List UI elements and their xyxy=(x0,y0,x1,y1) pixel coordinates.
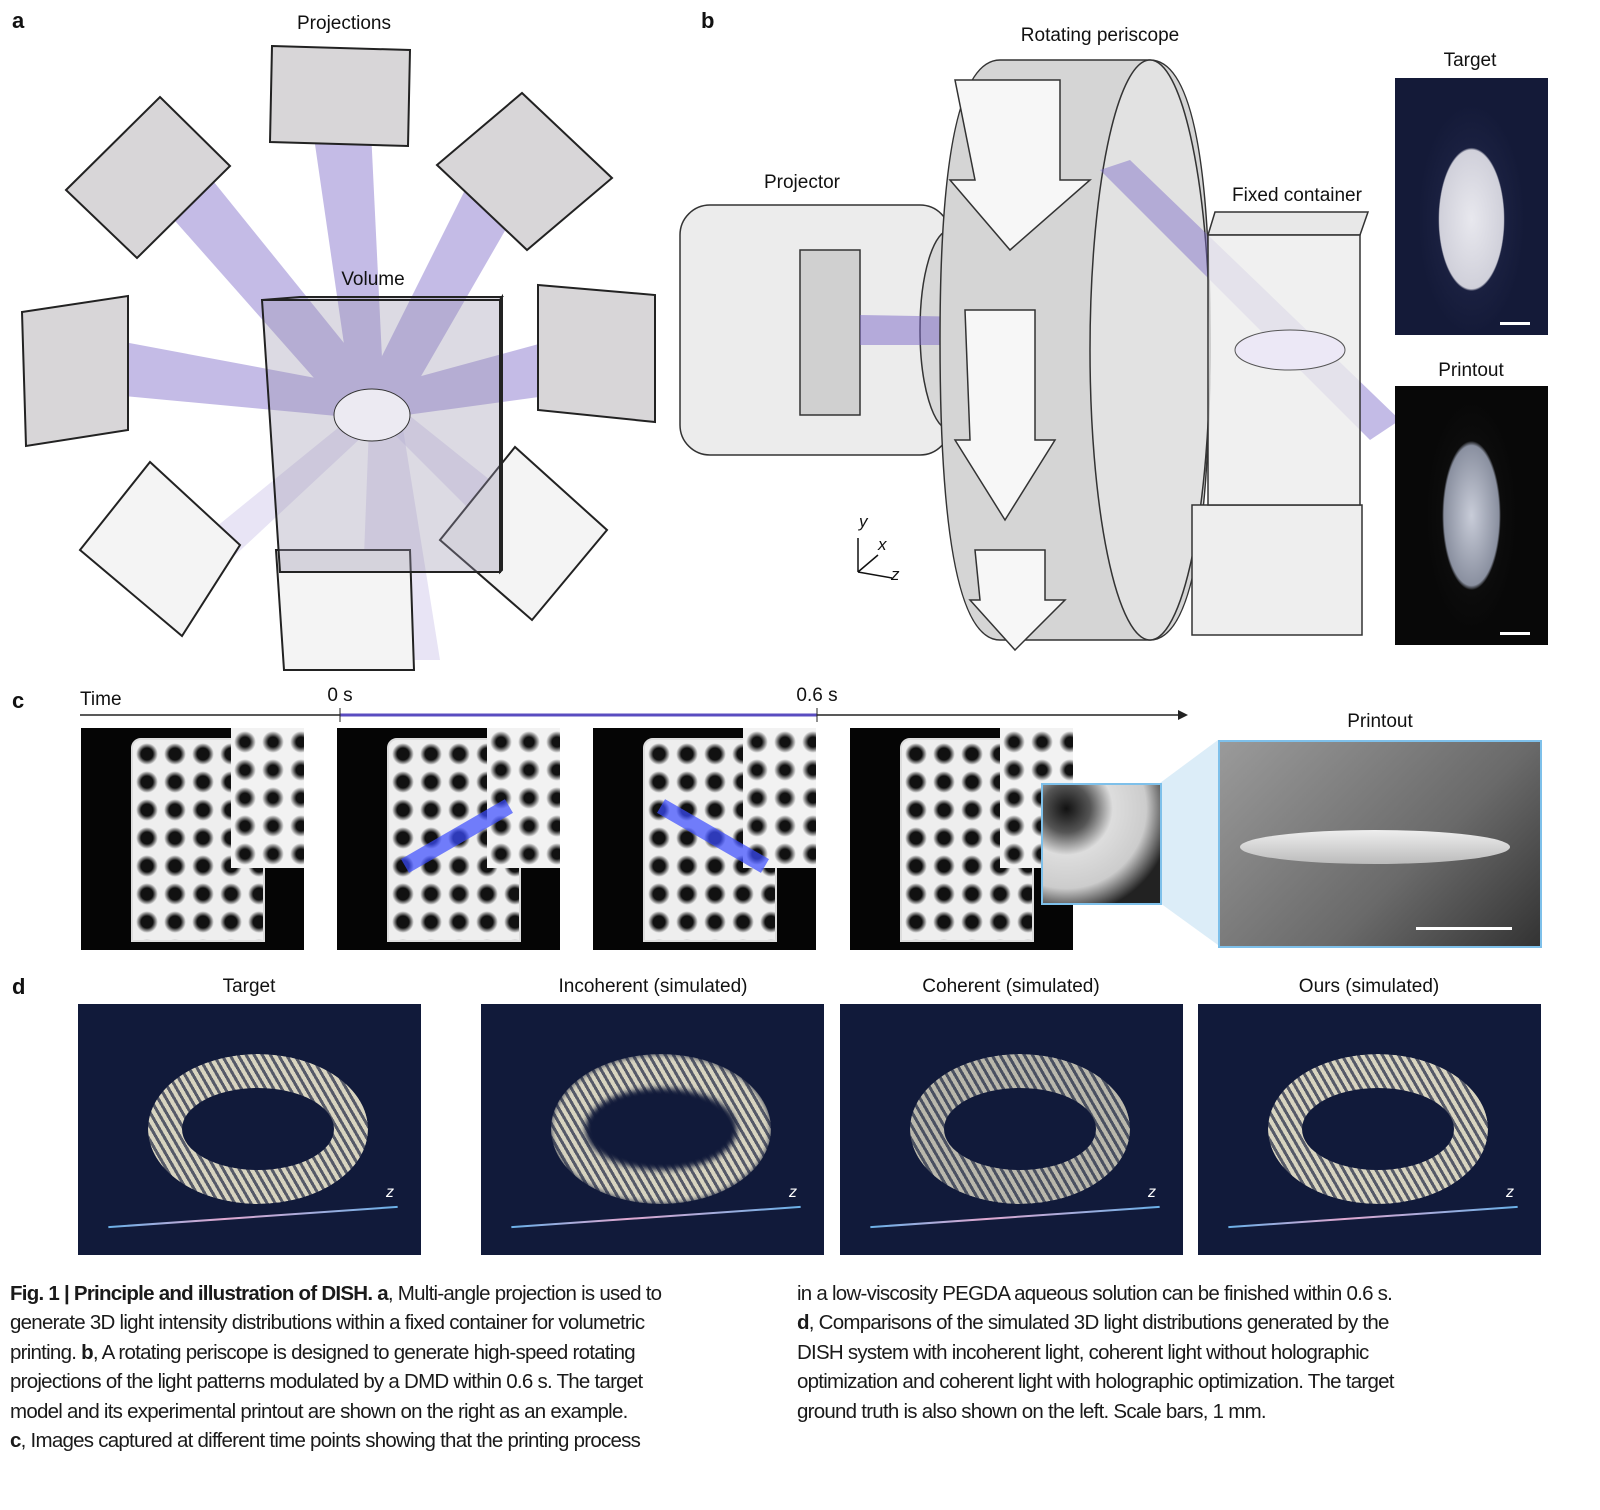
target-label: Target xyxy=(1443,50,1497,71)
caption-bold-c: c xyxy=(10,1429,21,1452)
caption-line: Fig. 1 | Principle and illustration of D… xyxy=(10,1282,662,1305)
coordinate-axes-icon xyxy=(857,538,893,579)
printout-c-label: Printout xyxy=(1347,711,1413,732)
volume-label: Volume xyxy=(341,269,405,290)
title-target: Target xyxy=(222,976,276,997)
panel-c: c Time 0 s 0.6 s Printout xyxy=(0,680,1600,970)
frame-3 xyxy=(593,728,816,950)
sim-target: z xyxy=(78,1004,421,1255)
rotating-periscope xyxy=(939,59,1211,652)
panel-c-label: c xyxy=(12,688,25,713)
fixed-container-label: Fixed container xyxy=(1232,185,1362,206)
z-axis-label: z xyxy=(386,1184,394,1201)
caption-bold-b: b xyxy=(81,1341,94,1364)
projector-label: Projector xyxy=(763,172,841,193)
caption-line: model and its experimental printout are … xyxy=(10,1400,628,1423)
zoom-inset xyxy=(1041,783,1162,905)
caption-line: d, Comparisons of the simulated 3D light… xyxy=(797,1308,1389,1338)
caption-line: in a low-viscosity PEGDA aqueous solutio… xyxy=(797,1282,1393,1305)
time-end-label: 0.6 s xyxy=(796,685,838,706)
scale-bar xyxy=(1500,322,1530,325)
frame-2 xyxy=(337,728,560,950)
target-model-image xyxy=(1395,78,1548,335)
z-axis-label: z xyxy=(1506,1184,1514,1201)
scale-bar xyxy=(1416,927,1512,930)
printed-object xyxy=(1240,830,1510,864)
z-axis-label: z xyxy=(789,1184,797,1201)
panel-d: d Target Incoherent (simulated) Coherent… xyxy=(0,970,1600,1270)
panel-a-label: a xyxy=(12,8,25,33)
caption-line: ground truth is also shown on the left. … xyxy=(797,1400,1267,1423)
caption-text: , Images captured at different time poin… xyxy=(20,1429,641,1452)
caption-line: optimization and coherent light with hol… xyxy=(797,1370,1394,1393)
title-ours: Ours (simulated) xyxy=(1298,976,1440,997)
printed-object xyxy=(333,388,411,442)
title-coherent: Coherent (simulated) xyxy=(922,976,1100,997)
projection-plates xyxy=(20,44,656,671)
caption-line: generate 3D light intensity distribution… xyxy=(10,1311,645,1334)
printout-image xyxy=(1395,386,1548,645)
caption-text: printing. xyxy=(10,1341,82,1364)
panel-b: b Rotating periscope Projector Fixed con… xyxy=(670,0,1600,680)
axis-z-label: z xyxy=(891,565,900,584)
target-model xyxy=(1234,329,1346,371)
caption-title: Fig. 1 | Principle and illustration of D… xyxy=(10,1282,373,1305)
axis-x-label: x xyxy=(878,535,887,554)
caption-bold-d: d xyxy=(797,1311,810,1334)
printout-c-image xyxy=(1218,740,1542,948)
caption-line: DISH system with incoherent light, coher… xyxy=(797,1341,1369,1364)
frame-4 xyxy=(850,728,1073,950)
fixed-container xyxy=(1191,211,1370,636)
periscope-setup-diagram xyxy=(679,59,1400,652)
caption-line: printing. b, A rotating periscope is des… xyxy=(10,1338,636,1368)
printout-label: Printout xyxy=(1438,360,1504,381)
caption-line: c, Images captured at different time poi… xyxy=(10,1426,641,1456)
time-label: Time xyxy=(80,689,122,710)
scale-bar xyxy=(1500,632,1530,635)
caption-line: projections of the light patterns modula… xyxy=(10,1370,643,1393)
frame-1 xyxy=(81,728,304,950)
caption-text: , Comparisons of the simulated 3D light … xyxy=(808,1311,1390,1334)
caption-bold-a: a xyxy=(377,1282,388,1305)
sim-incoherent: z xyxy=(481,1004,824,1255)
axis-y-label: y xyxy=(859,512,868,531)
sim-coherent: z xyxy=(840,1004,1183,1255)
title-incoherent: Incoherent (simulated) xyxy=(558,976,748,997)
z-axis-label: z xyxy=(1148,1184,1156,1201)
timeline xyxy=(80,708,1218,945)
caption-text: , A rotating periscope is designed to ge… xyxy=(92,1341,636,1364)
projections-label: Projections xyxy=(297,13,391,34)
zoom-connector xyxy=(1160,740,1218,945)
light-beams xyxy=(60,110,590,660)
multi-angle-projection-diagram xyxy=(20,44,656,671)
rotating-periscope-label: Rotating periscope xyxy=(1020,25,1180,46)
panel-b-label: b xyxy=(701,8,715,33)
caption-text: Multi-angle projection is used to xyxy=(392,1282,662,1305)
panel-a: a Projections Volume xyxy=(0,0,670,680)
panel-d-label: d xyxy=(12,974,26,999)
sim-ours: z xyxy=(1198,1004,1541,1255)
time-start-label: 0 s xyxy=(327,685,353,706)
